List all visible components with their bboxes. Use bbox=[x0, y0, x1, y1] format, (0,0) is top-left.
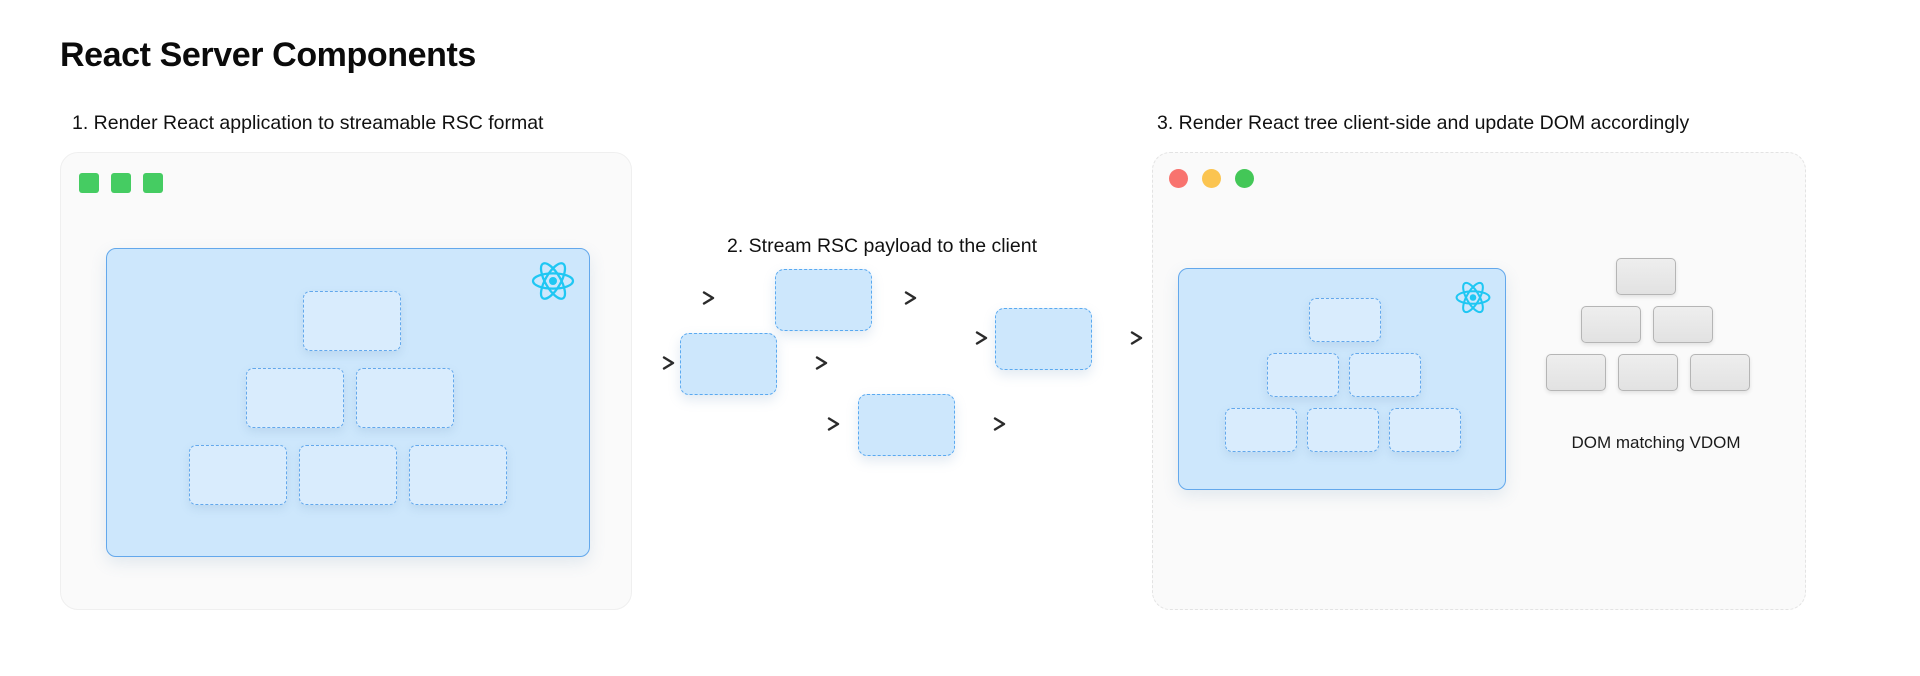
rsc-payload-chunk bbox=[995, 308, 1092, 370]
flow-arrow bbox=[645, 417, 845, 431]
flow-arrow bbox=[635, 291, 720, 305]
dom-tree bbox=[1536, 258, 1776, 418]
react-atom-icon bbox=[531, 261, 575, 306]
maximize-icon[interactable] bbox=[1235, 169, 1254, 188]
component-node bbox=[246, 368, 344, 428]
server-square-icon-3 bbox=[143, 173, 163, 193]
component-node bbox=[1307, 408, 1379, 452]
close-icon[interactable] bbox=[1169, 169, 1188, 188]
server-square-icon-2 bbox=[111, 173, 131, 193]
component-node bbox=[1309, 298, 1381, 342]
rsc-payload-chunk bbox=[775, 269, 872, 331]
flow-arrow bbox=[1090, 331, 1148, 345]
step-1-caption: 1. Render React application to streamabl… bbox=[72, 112, 544, 134]
server-react-tree bbox=[106, 248, 590, 557]
component-node bbox=[409, 445, 507, 505]
rsc-payload-chunk bbox=[858, 394, 955, 456]
component-node bbox=[356, 368, 454, 428]
component-node bbox=[1349, 353, 1421, 397]
component-node bbox=[299, 445, 397, 505]
step-3-caption: 3. Render React tree client-side and upd… bbox=[1157, 112, 1690, 134]
component-node bbox=[189, 445, 287, 505]
flow-arrow bbox=[935, 331, 993, 345]
dom-node bbox=[1690, 354, 1750, 391]
flow-arrow bbox=[620, 356, 680, 370]
step-2-caption: 2. Stream RSC payload to the client bbox=[727, 235, 1037, 257]
server-indicator-group bbox=[79, 173, 163, 193]
dom-tree-label: DOM matching VDOM bbox=[1571, 433, 1741, 452]
flow-arrow bbox=[870, 291, 922, 305]
dom-node bbox=[1546, 354, 1606, 391]
page-title: React Server Components bbox=[60, 36, 476, 74]
server-square-icon-1 bbox=[79, 173, 99, 193]
minimize-icon[interactable] bbox=[1202, 169, 1221, 188]
dom-node bbox=[1618, 354, 1678, 391]
component-node bbox=[1225, 408, 1297, 452]
window-controls bbox=[1169, 169, 1254, 188]
dom-node bbox=[1653, 306, 1713, 343]
component-node bbox=[1389, 408, 1461, 452]
component-node bbox=[303, 291, 401, 351]
flow-arrow bbox=[953, 417, 1011, 431]
client-react-tree bbox=[1178, 268, 1506, 490]
client-browser-panel: DOM matching VDOM bbox=[1152, 152, 1806, 610]
react-atom-icon bbox=[1455, 281, 1491, 319]
component-node bbox=[1267, 353, 1339, 397]
rsc-payload-chunk bbox=[680, 333, 777, 395]
dom-node bbox=[1581, 306, 1641, 343]
flow-arrow bbox=[775, 356, 833, 370]
server-panel bbox=[60, 152, 632, 610]
stream-flow bbox=[620, 269, 1170, 520]
dom-node bbox=[1616, 258, 1676, 295]
